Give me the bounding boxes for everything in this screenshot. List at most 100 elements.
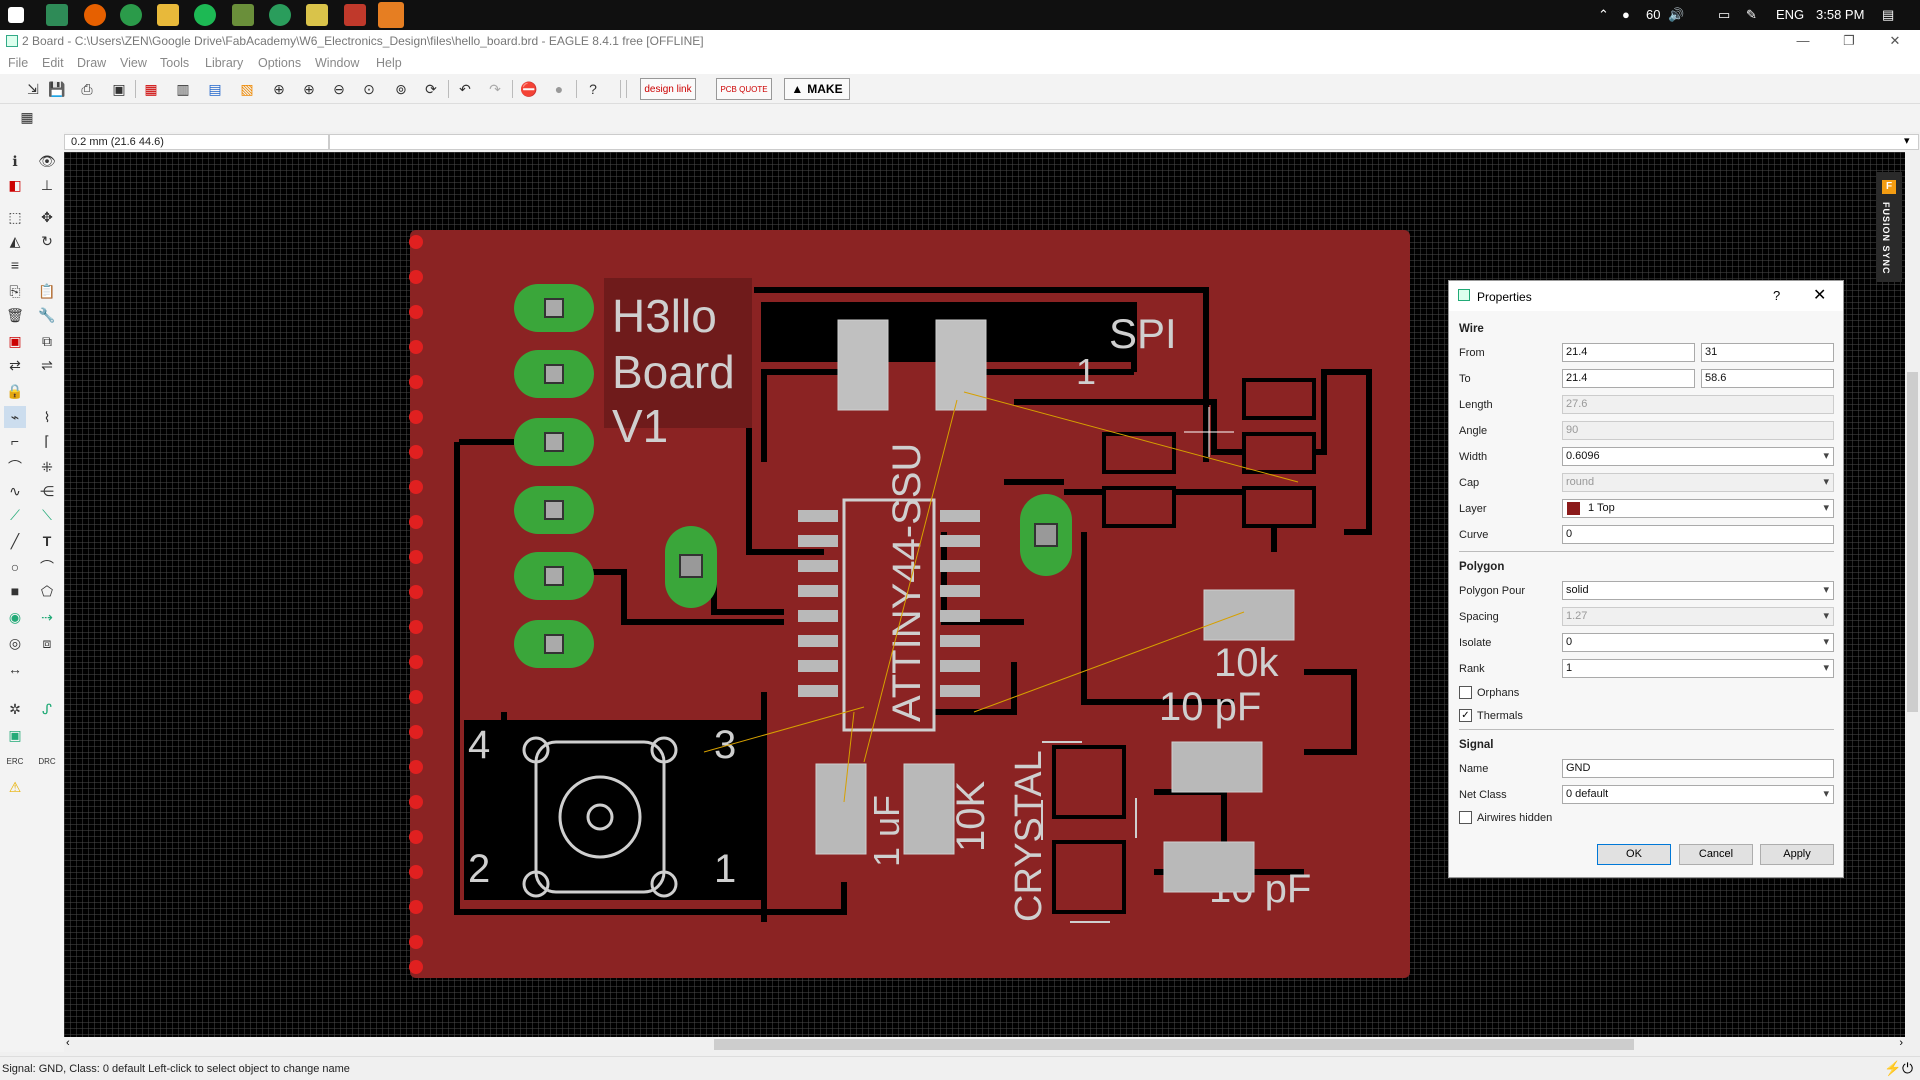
rotate-icon[interactable]: ↻ (41, 232, 53, 249)
app-icon-diamond[interactable] (232, 4, 254, 26)
from-y-input[interactable]: 31 (1701, 343, 1834, 362)
autoroute-icon[interactable]: ⟍ (42, 506, 52, 523)
apply-button[interactable]: Apply (1760, 844, 1834, 865)
airwires-hidden-checkbox[interactable] (1459, 811, 1472, 824)
zoom-select-icon[interactable]: ⊙ (363, 80, 375, 97)
to-y-input[interactable]: 58.6 (1701, 369, 1834, 388)
undo-icon[interactable]: ↶ (459, 80, 471, 97)
menu-edit[interactable]: Edit (42, 56, 64, 70)
app-icon-circle[interactable] (269, 4, 291, 26)
firefox-icon[interactable] (84, 4, 106, 26)
command-dropdown-icon[interactable]: ▾ (1904, 135, 1910, 147)
redraw-icon[interactable]: ⟳ (425, 80, 437, 97)
signal-name-input[interactable]: GND (1562, 759, 1834, 778)
erc-icon[interactable]: ERC (6, 756, 24, 766)
help-icon[interactable]: ? (589, 81, 597, 97)
chrome-icon[interactable] (120, 4, 142, 26)
menu-window[interactable]: Window (315, 56, 360, 70)
pdf-icon[interactable] (344, 4, 366, 26)
select-icon[interactable]: ⬚ (8, 208, 22, 225)
status-stop-icon[interactable]: ⏻ (1902, 1060, 1914, 1076)
spotify-icon[interactable] (194, 4, 216, 26)
ok-button[interactable]: OK (1597, 844, 1671, 865)
route-icon[interactable]: ⌁ (4, 406, 26, 428)
slice-icon[interactable]: ⌒ (8, 459, 22, 475)
width-combo[interactable]: 0.6096 (1562, 447, 1834, 466)
clock[interactable]: 3:58 PM (1816, 7, 1865, 22)
horizontal-scrollbar[interactable]: ‹ › (64, 1037, 1905, 1052)
redo-icon[interactable]: ↷ (489, 80, 501, 97)
vertical-scroll-thumb[interactable] (1907, 372, 1918, 712)
fusion-sync-tab[interactable]: F FUSION SYNC (1876, 172, 1902, 282)
ratsnest-icon[interactable]: ✲ (9, 700, 21, 717)
menu-draw[interactable]: Draw (77, 56, 107, 70)
menu-tools[interactable]: Tools (160, 56, 190, 70)
mirror-icon[interactable]: ◭ (9, 232, 21, 249)
net-class-combo[interactable]: 0 default (1562, 785, 1834, 804)
minimize-button[interactable]: — (1796, 33, 1810, 48)
app-icon-folders[interactable] (306, 4, 328, 26)
warning-icon[interactable]: ⚠ (8, 778, 22, 795)
split-icon[interactable]: ⇌ (41, 356, 53, 373)
orphans-checkbox[interactable] (1459, 686, 1472, 699)
via-icon[interactable]: ◉ (8, 608, 22, 625)
move-icon[interactable]: ✥ (41, 208, 53, 225)
fanout-icon[interactable]: ⋲ (40, 482, 54, 499)
line-icon[interactable]: ╱ (10, 532, 20, 549)
change-icon[interactable]: 🔧 (38, 306, 56, 323)
tray-chevron-icon[interactable]: ⌃ (1598, 7, 1609, 22)
to-x-input[interactable]: 21.4 (1562, 369, 1695, 388)
delete-icon[interactable]: 🗑 (6, 306, 24, 323)
paste-icon[interactable]: 📋 (38, 282, 56, 299)
curve-input[interactable]: 0 (1562, 525, 1834, 544)
circle-icon[interactable]: ○ (10, 559, 20, 575)
pen-icon[interactable]: ✎ (1746, 7, 1757, 22)
volume-icon[interactable]: 🔊 (1668, 7, 1685, 22)
menu-file[interactable]: File (8, 56, 29, 70)
align-icon[interactable]: ≡ (10, 257, 20, 273)
route-multi-icon[interactable]: ⌇ (43, 408, 51, 425)
optimize-icon[interactable]: ⁜ (41, 458, 53, 475)
vertical-scrollbar[interactable] (1905, 152, 1920, 1037)
menu-options[interactable]: Options (258, 56, 302, 70)
ripup-icon[interactable]: ⌐ (10, 433, 20, 449)
swap-icon[interactable]: ⇄ (9, 356, 21, 373)
polygon-pour-combo[interactable]: solid (1562, 581, 1834, 600)
add-icon[interactable]: ▣ (8, 332, 22, 349)
rectangle-icon[interactable]: ■ (10, 583, 20, 599)
text-icon[interactable]: T (42, 533, 52, 549)
board-outline-icon[interactable]: ▣ (8, 726, 22, 743)
windows-start-icon[interactable] (8, 7, 24, 23)
print-icon[interactable]: ⎙ (81, 80, 93, 97)
auto-icon[interactable]: ᔑ (42, 700, 52, 717)
maximize-button[interactable]: ❐ (1843, 33, 1855, 48)
rank-combo[interactable]: 1 (1562, 659, 1834, 678)
lock-icon[interactable]: 🔒 (6, 382, 24, 399)
notifications-icon[interactable]: ▤ (1882, 7, 1895, 22)
help-button[interactable]: ? (1773, 288, 1781, 303)
horizontal-scroll-thumb[interactable] (714, 1039, 1634, 1050)
menu-view[interactable]: View (120, 56, 147, 70)
command-line-input[interactable] (329, 134, 1919, 150)
zoom-last-icon[interactable]: ⊚ (395, 80, 407, 97)
replace-icon[interactable]: ⧉ (42, 332, 52, 349)
board-icon[interactable]: ▥ (176, 80, 190, 97)
polygon-icon[interactable]: ⬠ (40, 582, 54, 599)
design-link-button[interactable]: design link (640, 78, 696, 100)
wire-icon[interactable]: ⟋ (10, 506, 20, 523)
open-icon[interactable]: ⇲ (27, 80, 39, 97)
show-icon[interactable]: 👁 (38, 152, 56, 169)
schematic-icon[interactable]: ▦ (144, 80, 158, 97)
cam-processor-icon[interactable]: ▣ (112, 80, 126, 97)
zoom-in-icon[interactable]: ⊕ (303, 80, 315, 97)
signal-icon[interactable]: ⇢ (41, 608, 53, 625)
dimension-icon[interactable]: ↔ (8, 661, 22, 677)
close-icon[interactable]: ✕ (1813, 287, 1827, 304)
file-explorer-icon[interactable] (157, 4, 179, 26)
make-button[interactable]: ▲MAKE (784, 78, 850, 100)
close-window-button[interactable]: ✕ (1889, 33, 1901, 48)
arc-icon[interactable]: ⌒ (40, 559, 54, 575)
menu-library[interactable]: Library (205, 56, 244, 70)
stop-icon[interactable]: ⛔ (520, 80, 538, 97)
attribute-icon[interactable]: ⧈ (42, 634, 52, 651)
